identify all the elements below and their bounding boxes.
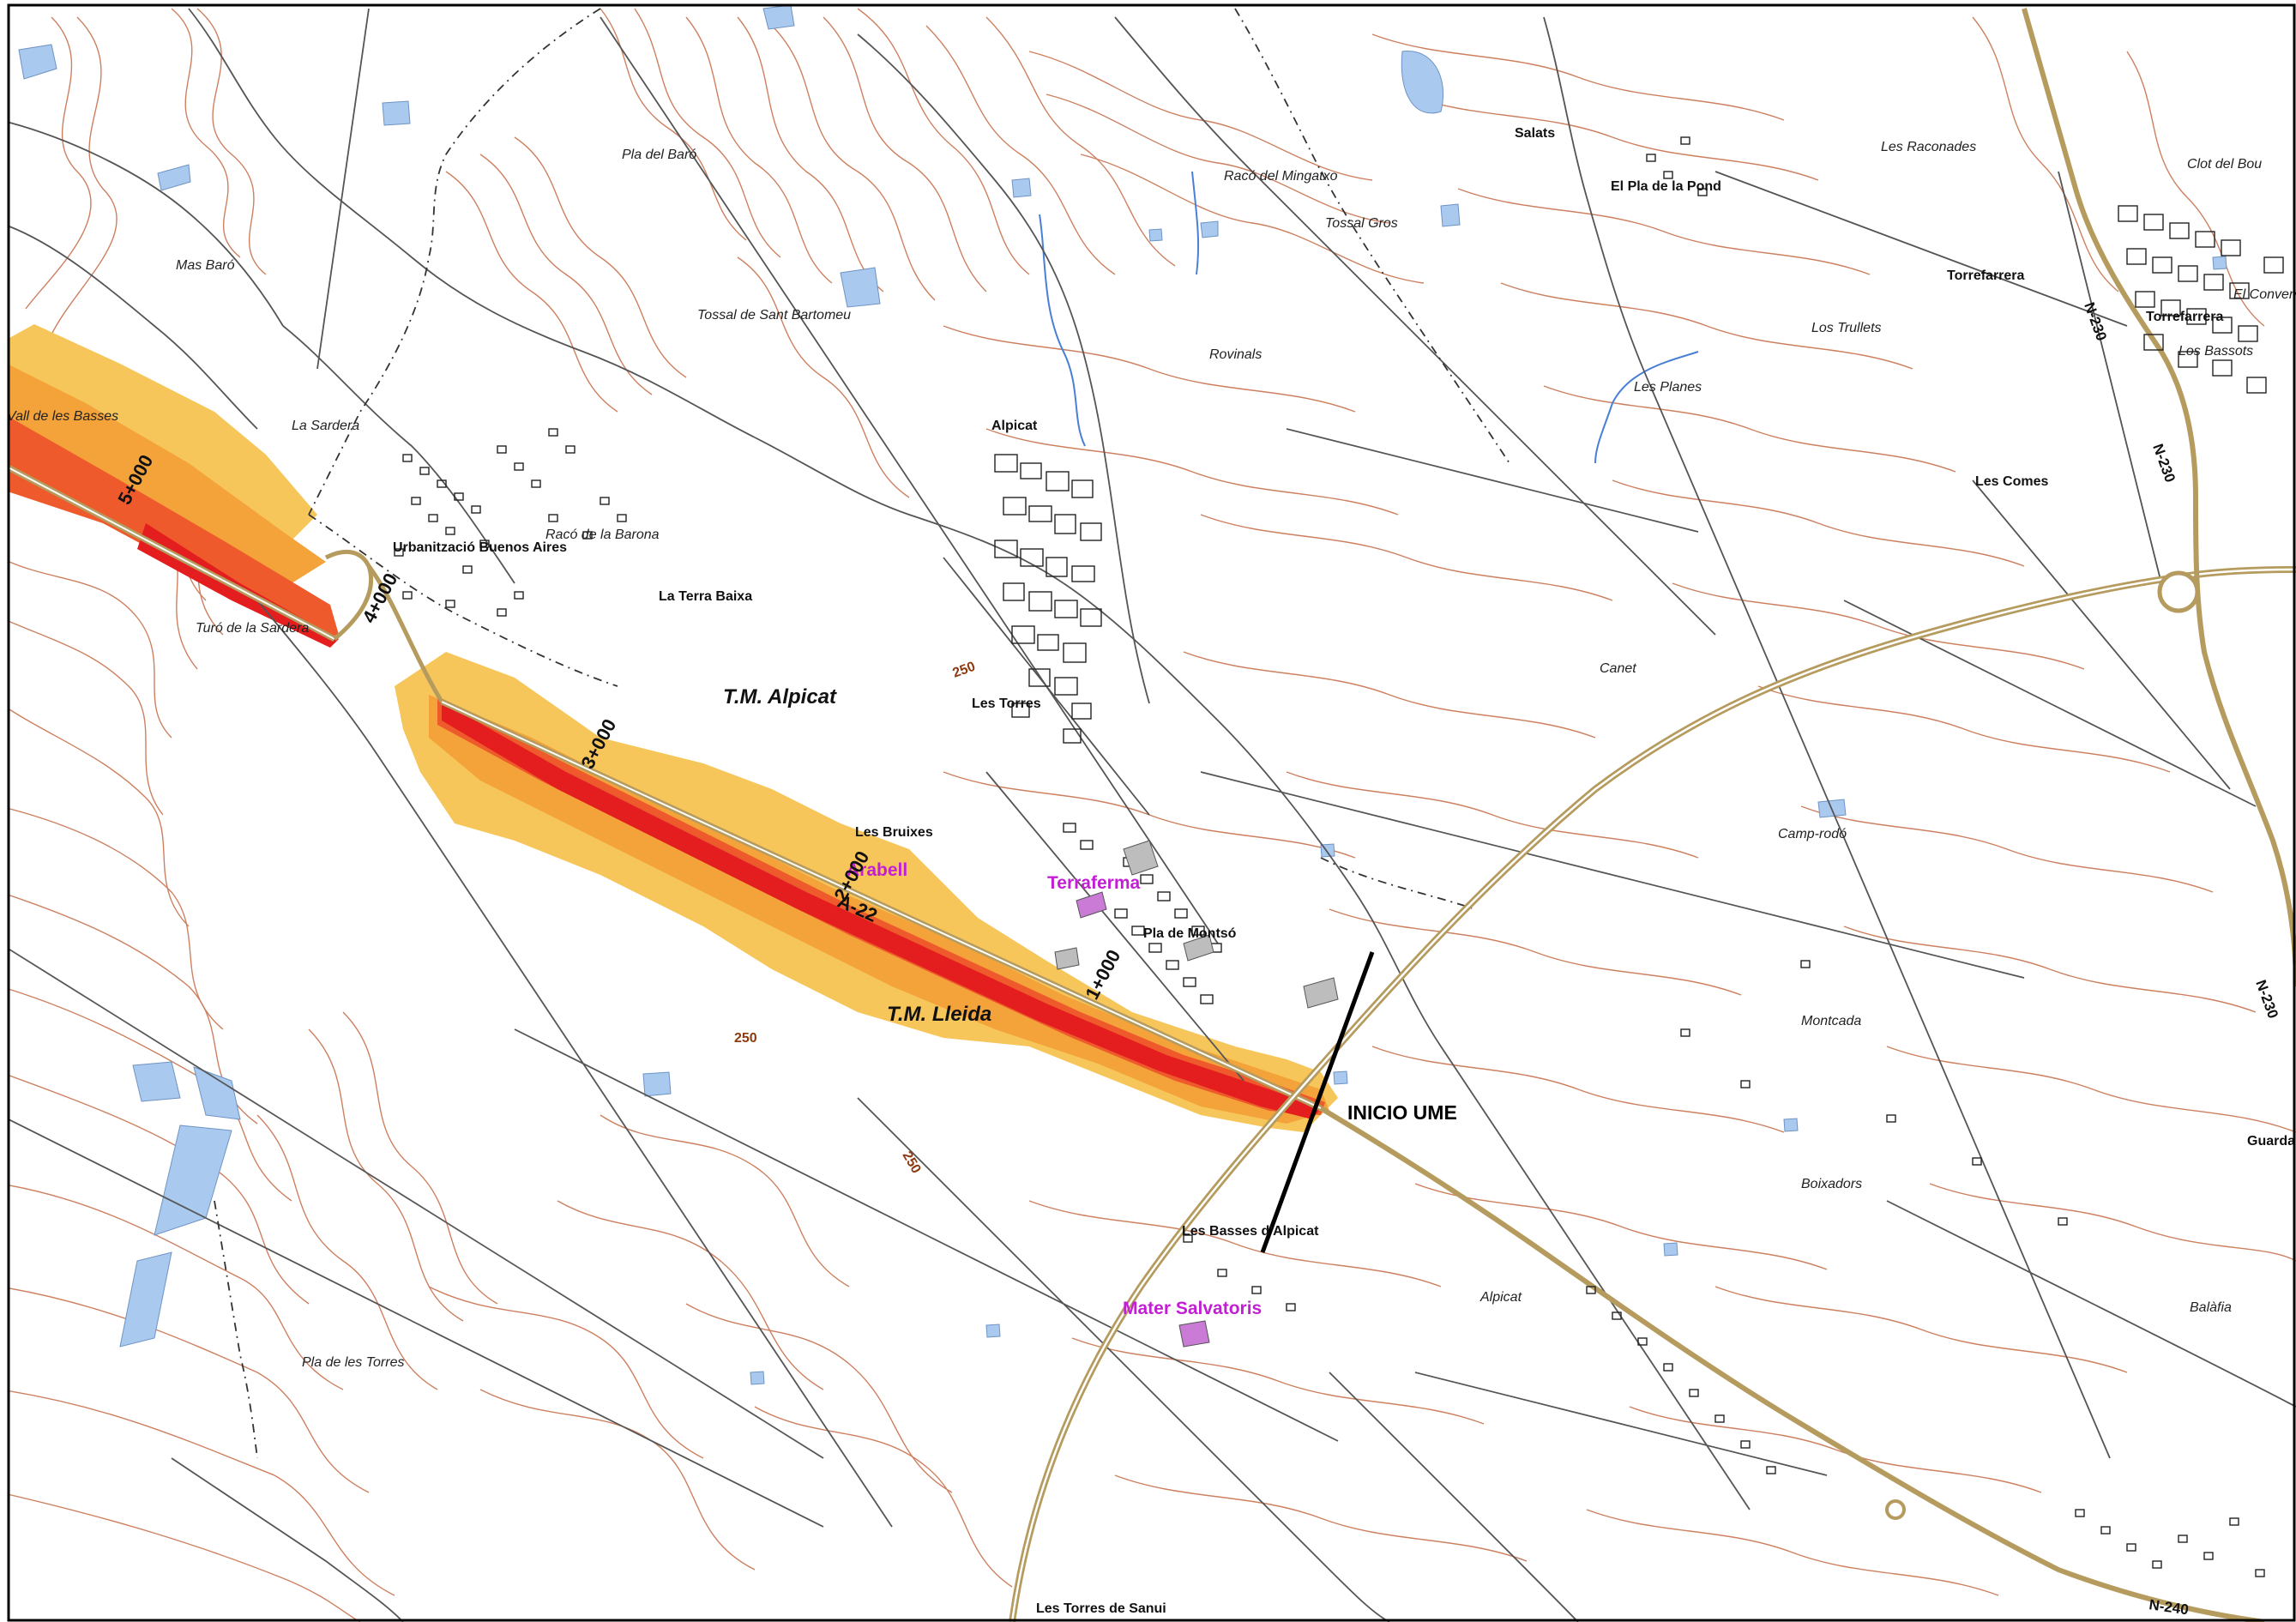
place-label: Urbanització Buenos Aires — [393, 540, 567, 555]
road-n230 — [2022, 8, 2296, 987]
elevation-label: 250 — [734, 1031, 757, 1046]
pond — [1440, 203, 1461, 227]
place-label: Balàfia — [2190, 1300, 2232, 1315]
pond — [762, 5, 795, 30]
place-label: Racó de la Barona — [545, 528, 660, 542]
place-label: Tossal Gros — [1325, 216, 1398, 231]
pond — [840, 267, 881, 308]
road-a22 — [9, 467, 335, 640]
place-label: El Pla de la Pond — [1611, 179, 1721, 194]
pond — [132, 1061, 181, 1102]
place-label: Mas Baró — [176, 258, 235, 273]
municipality-label: T.M. Lleida — [887, 1003, 991, 1026]
pond — [2212, 256, 2227, 270]
place-label: Les Torres de Sanui — [1036, 1601, 1166, 1616]
place-label: Pla de Montsó — [1143, 926, 1237, 941]
place-label: Les Comes — [1975, 474, 2048, 489]
inicio-ume-line — [1260, 951, 1375, 1253]
place-label: Camp-rodó — [1778, 827, 1847, 841]
place-label: Alpicat — [991, 419, 1038, 433]
place-label: Clot del Bou — [2187, 157, 2262, 172]
facility-mater-salvatoris — [1178, 1320, 1210, 1348]
pond — [1663, 1242, 1678, 1257]
pond — [157, 164, 191, 191]
major-roads — [9, 8, 2296, 1622]
pond — [193, 1066, 241, 1120]
facility-label: Mater Salvatoris — [1123, 1299, 1262, 1318]
minor-roads — [9, 8, 2296, 1622]
road-a22 — [441, 701, 1322, 1109]
facility-terraferma — [1076, 891, 1107, 919]
noise-band-inner — [9, 416, 339, 639]
pond — [382, 100, 411, 126]
place-label: Les Bruixes — [855, 825, 933, 840]
place-label: Guarda — [2247, 1134, 2295, 1149]
place-label: Torrefarrera — [2146, 310, 2224, 324]
place-label: Rovinals — [1209, 347, 1262, 362]
place-label: Pla del Baró — [622, 148, 696, 162]
place-label: Salats — [1515, 126, 1555, 141]
place-label: Les Raconades — [1881, 140, 1976, 154]
place-label: Los Trullets — [1811, 321, 1882, 335]
place-label: Boixadors — [1801, 1177, 1862, 1191]
municipal-boundary — [214, 8, 1510, 1459]
pond — [985, 1324, 1001, 1338]
facility-label: Terraferma — [1047, 873, 1140, 893]
place-label: La Sardera — [292, 419, 359, 433]
place-label: Los Bassots — [2178, 344, 2253, 359]
place-label: Turó de la Sardera — [196, 621, 309, 636]
place-label: Les Torres — [972, 696, 1041, 711]
noise-band-inner — [437, 699, 1325, 1115]
pond — [1200, 220, 1219, 238]
place-label: La Terra Baixa — [659, 589, 752, 604]
facility-blocks — [1054, 840, 1339, 1348]
place-label: Tossal de Sant Bartomeu — [697, 308, 851, 323]
pond — [1333, 1070, 1348, 1085]
place-label: Vall de les Basses — [7, 409, 118, 424]
place-label: Torrefarrera — [1947, 268, 2025, 283]
place-label: Pla de les Torres — [302, 1355, 404, 1370]
place-label: Les Basses d'Alpicat — [1182, 1224, 1319, 1239]
noise-band-mid — [9, 365, 326, 583]
roundabout — [2157, 570, 2200, 613]
municipality-label: T.M. Alpicat — [723, 685, 837, 708]
place-label: Canet — [1600, 661, 1636, 676]
road-n240 — [1319, 1106, 2265, 1622]
pond — [18, 44, 57, 80]
pond — [119, 1251, 172, 1348]
inicio-ume-label: INICIO UME — [1347, 1101, 1457, 1124]
place-label: Les Planes — [1634, 380, 1702, 395]
map-frame — [7, 3, 2296, 1622]
buildings — [394, 136, 2284, 1577]
pond — [642, 1071, 672, 1097]
place-label: Racó del Mingatxo — [1224, 169, 1338, 184]
pond — [1401, 51, 1444, 114]
labels: Vall de les Basses Mas Baró Pla del Baró… — [7, 126, 2296, 1618]
pond — [1783, 1118, 1799, 1132]
noise-band-core — [442, 702, 1321, 1119]
pond — [750, 1371, 765, 1385]
place-label: El Convent — [2233, 287, 2296, 302]
pond — [1148, 228, 1163, 242]
place-label: Montcada — [1801, 1014, 1861, 1028]
place-label: Alpicat — [1479, 1290, 1522, 1305]
facility-label: Arabell — [847, 860, 907, 880]
pond — [1011, 178, 1032, 198]
